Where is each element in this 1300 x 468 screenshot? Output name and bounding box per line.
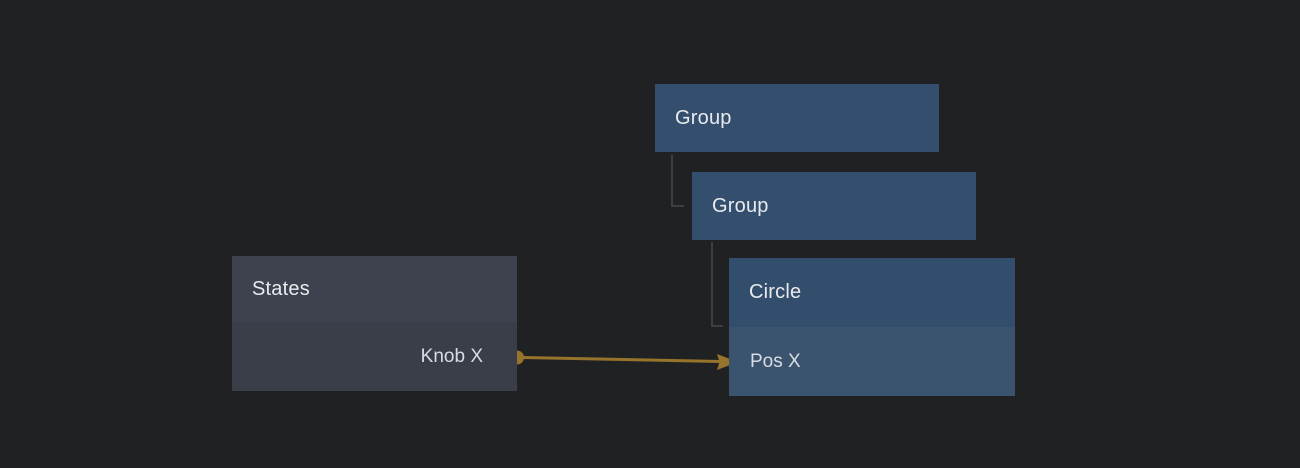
node-group-1[interactable]: Group (655, 84, 939, 152)
wire-knobx-to-posx[interactable] (510, 350, 738, 371)
node-group-2[interactable]: Group (692, 172, 976, 240)
node-circle-label: Circle (749, 281, 802, 303)
knob-x-label: Knob X (420, 345, 483, 367)
pos-x-label: Pos X (750, 350, 801, 372)
node-group-2-header: Group (692, 172, 976, 240)
node-group-1-header: Group (655, 84, 939, 152)
node-states[interactable]: States Knob X (232, 256, 517, 391)
knob-x-output-row[interactable]: Knob X (232, 322, 517, 391)
node-circle-header: Circle (729, 258, 1015, 327)
wire-line[interactable] (522, 356, 722, 363)
node-states-label: States (252, 277, 310, 300)
hierarchy-connector-group1-group2 (671, 155, 684, 207)
node-group-2-label: Group (712, 194, 769, 217)
node-states-header: States (232, 256, 517, 322)
pos-x-input-row[interactable]: Pos X (729, 327, 1015, 396)
node-group-1-label: Group (675, 106, 732, 129)
wire-arrowhead-icon (717, 354, 738, 370)
hierarchy-connector-group2-circle (711, 242, 723, 327)
node-circle[interactable]: Circle Pos X (729, 258, 1015, 396)
